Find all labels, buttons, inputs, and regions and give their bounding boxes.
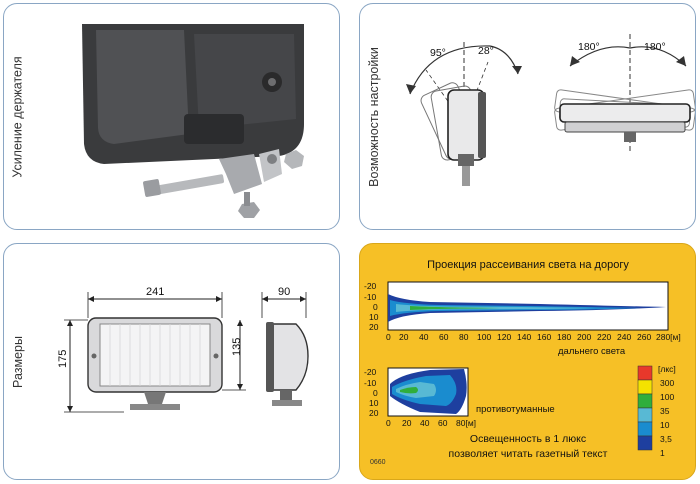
legend-value: 35 [660, 406, 670, 416]
legend-value: 10 [660, 420, 670, 430]
angle-rotate-right: 180° [644, 41, 666, 53]
x-tick-label: 140 [517, 332, 531, 342]
x-tick-label: 100 [477, 332, 491, 342]
y-tick-label: 0 [373, 388, 378, 398]
beam-panel: Проекция рассеивания света на дорогу -20… [359, 243, 696, 480]
fog-beam-pattern [390, 369, 467, 414]
x-tick-label: 20 [402, 418, 412, 428]
x-tick-label: 220 [597, 332, 611, 342]
y-tick-label: -20 [364, 281, 377, 291]
legend-value: 100 [660, 392, 674, 402]
y-tick-label: 10 [369, 398, 379, 408]
y-tick-label: -20 [364, 367, 377, 377]
x-tick-label: 60 [439, 332, 449, 342]
dim-width: 241 [146, 286, 164, 298]
bracket-panel: Усиление держателя [3, 3, 340, 230]
legend-swatch-10 [637, 407, 653, 423]
x-tick-label: 80 [459, 332, 469, 342]
x-tick-label: 40 [419, 332, 429, 342]
legend-value: 1 [660, 448, 665, 458]
y-tick-label: 0 [373, 302, 378, 312]
y-tick-label: 10 [369, 312, 379, 322]
figure-code: 0660 [370, 459, 386, 466]
x-tick-label: 180 [557, 332, 571, 342]
dim-depth: 90 [278, 286, 290, 298]
x-tick-label: 80[м] [456, 418, 476, 428]
x-tick-label: 0 [386, 332, 391, 342]
footnote-line2: позволяет читать газетный текст [449, 448, 608, 460]
beam-title: Проекция рассеивания света на дорогу [427, 259, 629, 271]
x-tick-label: 20 [399, 332, 409, 342]
x-tick-label: 240 [617, 332, 631, 342]
angle-tilt-forward: 28° [478, 45, 494, 57]
dim-height-total: 175 [57, 350, 69, 368]
angle-rotate-left: 180° [578, 41, 600, 53]
legend-swatch-3-5 [637, 421, 653, 437]
y-tick-label: 20 [369, 322, 379, 332]
dim-height-lens: 135 [231, 338, 243, 356]
beam-chart: Проекция рассеивания света на дорогу -20… [364, 259, 681, 466]
fog-beam-label: противотуманные [476, 404, 555, 415]
x-tick-label: 260 [637, 332, 651, 342]
legend-title: [лкс] [658, 364, 676, 374]
lux-legend: [лкс] 300 100 35 10 3,5 1 [637, 364, 676, 458]
x-tick-label: 200 [577, 332, 591, 342]
x-tick-label: 60 [438, 418, 448, 428]
x-tick-label: 120 [497, 332, 511, 342]
legend-swatch-100 [637, 379, 653, 395]
legend-swatch-1 [637, 435, 653, 451]
driving-beam-pattern [388, 294, 666, 322]
y-tick-label: -10 [364, 292, 377, 302]
y-tick-labels-fog: -20 -10 0 10 20 [364, 367, 379, 418]
dims-drawing: 241 175 135 90 [57, 286, 309, 413]
legend-value: 300 [660, 378, 674, 388]
legend-swatch-35 [637, 393, 653, 409]
y-tick-label: 20 [369, 408, 379, 418]
x-tick-label: 280[м] [656, 332, 681, 342]
dims-panel: Размеры 241 175 135 [3, 243, 340, 480]
legend-value: 3,5 [660, 434, 672, 444]
adjust-illustration: 95° 28° 180° 180° [406, 34, 695, 186]
x-tick-labels-fog: 0 20 40 60 80[м] [386, 418, 476, 428]
y-tick-labels-main: -20 -10 0 10 20 [364, 281, 379, 332]
y-tick-label: -10 [364, 378, 377, 388]
angle-tilt-back: 95° [430, 47, 446, 59]
driving-beam-label: дальнего света [558, 346, 626, 357]
footnote-line1: Освещенность в 1 люкс [470, 433, 586, 445]
x-tick-labels-main: 0 20 40 60 80 100 120 140 160 180 200 22… [386, 332, 681, 342]
x-tick-label: 160 [537, 332, 551, 342]
bracket-illustration [82, 24, 304, 218]
x-tick-label: 0 [386, 418, 391, 428]
legend-swatch-300 [637, 365, 653, 381]
x-tick-label: 40 [420, 418, 430, 428]
adjust-panel: Возможность настройки 95° 28° 180° 180° [359, 3, 696, 230]
